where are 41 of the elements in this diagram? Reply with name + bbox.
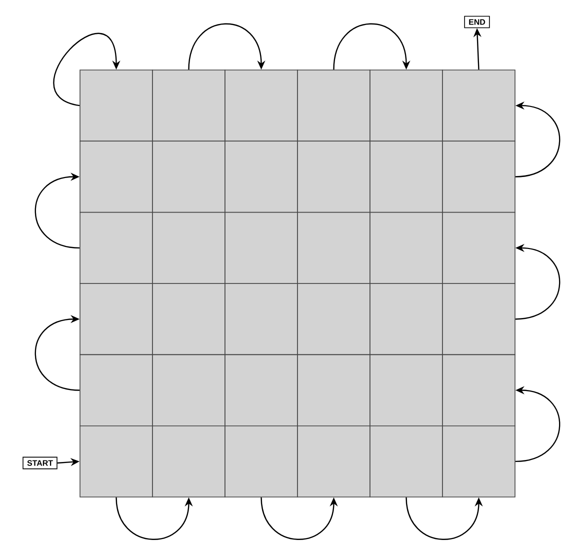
grid-cell <box>370 354 443 426</box>
grid-cell <box>370 425 443 498</box>
grid-cell <box>442 70 516 142</box>
grid-cell <box>152 140 226 213</box>
grid-cell <box>80 425 153 498</box>
grid-cell <box>224 283 298 356</box>
grid-cell <box>224 212 298 284</box>
grid-cell <box>297 70 370 142</box>
grid-cell <box>297 212 370 284</box>
grid-cell <box>80 212 153 284</box>
arrow <box>34 315 80 391</box>
grid-cell <box>80 354 153 426</box>
grid-cell <box>224 425 298 498</box>
grid-cell <box>224 354 298 426</box>
grid-cell <box>370 283 443 356</box>
grid-cell <box>297 425 370 498</box>
arrow <box>188 23 266 70</box>
grid-cell <box>442 425 516 498</box>
grid-cell <box>80 283 153 356</box>
grid-cell <box>152 212 226 284</box>
grid-cell <box>370 70 443 142</box>
grid-cell <box>442 283 516 356</box>
grid-cell <box>442 212 516 284</box>
grid-cell <box>152 283 226 356</box>
grid-cell <box>442 354 516 426</box>
grid-cell <box>80 70 153 142</box>
arrow <box>53 32 120 106</box>
grid-cell <box>224 140 298 213</box>
grid-cell <box>152 354 226 426</box>
grid-cell <box>370 140 443 213</box>
grid-cell <box>152 425 226 498</box>
grid-cell <box>297 354 370 426</box>
grid-cell <box>80 140 153 213</box>
grid-cell <box>370 212 443 284</box>
arrow <box>333 23 410 70</box>
grid-cell <box>297 140 370 213</box>
grid-cell <box>224 70 298 142</box>
arrow <box>34 172 80 249</box>
grid-cell <box>297 283 370 356</box>
grid-cell <box>152 70 226 142</box>
grid-cell <box>442 140 516 213</box>
